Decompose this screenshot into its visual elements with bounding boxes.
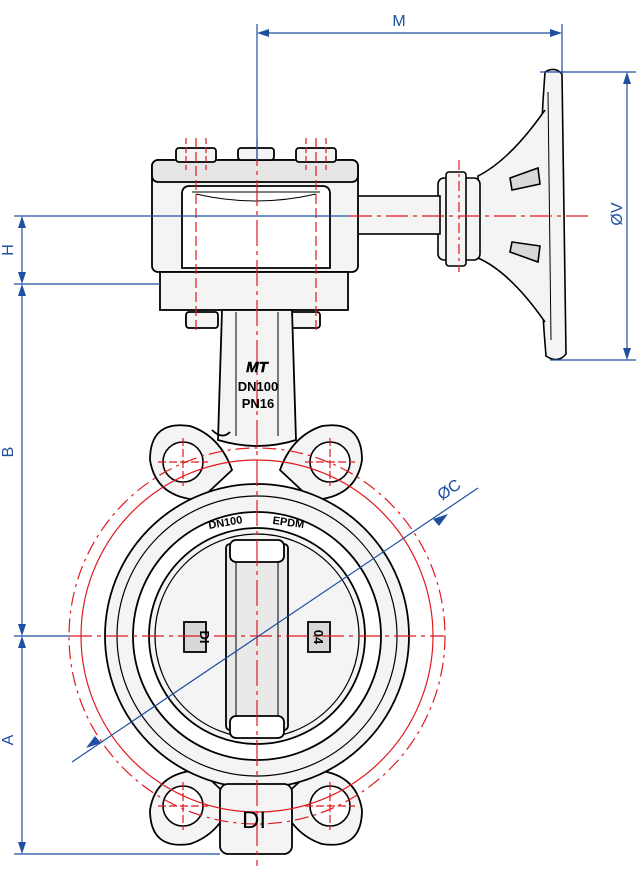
gearbox [151, 147, 359, 329]
ring-size-marking: DN100 [208, 514, 244, 532]
neck-size-marking: DN100 [238, 379, 278, 394]
neck-pressure-marking: PN16 [242, 396, 275, 411]
bottom-marking: DI [242, 807, 266, 834]
dim-label-v: ØV [609, 202, 626, 225]
dim-label-h: H [0, 244, 17, 256]
disc-left-marking: DI [197, 631, 212, 644]
centerlines [68, 138, 590, 866]
dim-label-m: M [392, 13, 405, 30]
dimension-arrows [18, 29, 631, 854]
disc-right-marking: 04 [311, 630, 326, 645]
dim-label-b: B [0, 447, 17, 458]
bolt-circle-outer [68, 447, 446, 825]
logo-marking: MT [246, 359, 269, 376]
dimension-lines [14, 24, 636, 855]
valve-neck [211, 309, 297, 447]
gearbox-shaft [349, 195, 441, 235]
ring-material-marking: EPDM [272, 515, 305, 531]
dim-label-a: A [0, 734, 17, 745]
handwheel [437, 68, 567, 361]
